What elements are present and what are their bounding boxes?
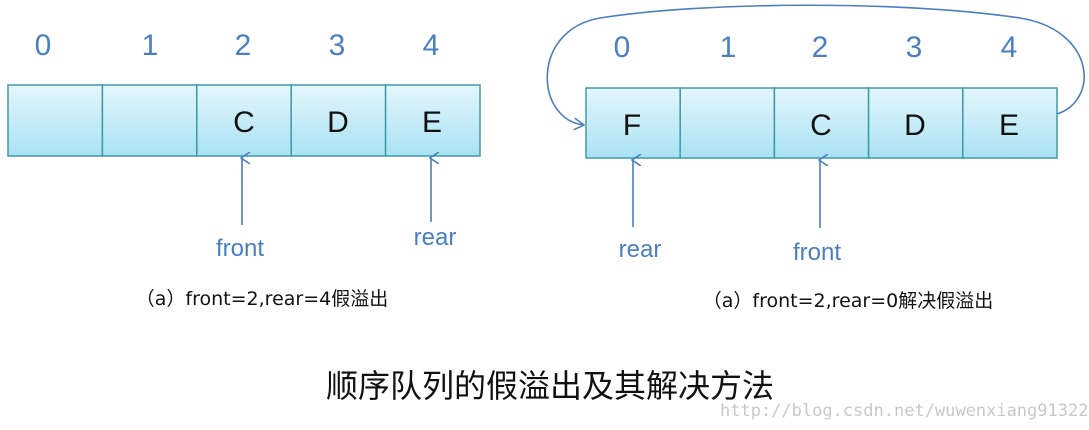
queue-cell <box>101 84 198 157</box>
queue-cell <box>7 84 104 157</box>
index-label: 2 <box>235 29 252 62</box>
diagram-title: 顺序队列的假溢出及其解决方法 <box>326 367 774 405</box>
index-label: 1 <box>142 29 159 62</box>
index-label: 1 <box>720 31 737 64</box>
index-label: 4 <box>423 29 440 62</box>
front-label: front <box>216 235 264 262</box>
index-label: 3 <box>329 29 346 62</box>
left-queue: 0 1 2 3 4 C D E front rear （a）front=2,re… <box>7 29 481 310</box>
index-label: 2 <box>812 31 829 64</box>
caption: （a）front=2,rear=0解决假溢出 <box>703 290 993 312</box>
watermark: http://blog.csdn.net/wuwenxiang91322 <box>720 401 1088 421</box>
caption: （a）front=2,rear=4假溢出 <box>136 288 388 310</box>
index-label: 0 <box>614 31 631 64</box>
queue-cell <box>196 84 292 157</box>
queue-cell <box>679 87 776 159</box>
cell-value: E <box>422 106 442 139</box>
right-queue: 0 1 2 3 4 F C D E rear front （a）front=2,… <box>546 4 1085 312</box>
cell-value: E <box>999 109 1019 142</box>
front-label: front <box>793 239 841 266</box>
queue-cell <box>962 87 1058 159</box>
cell-value: C <box>810 109 832 142</box>
wrap-around-arrow-icon <box>546 4 1085 125</box>
queue-cell <box>867 87 964 159</box>
queue-cell <box>384 84 481 157</box>
cell-value: D <box>904 109 926 142</box>
cell-value: D <box>327 106 349 139</box>
rear-label: rear <box>619 236 662 263</box>
index-label: 4 <box>1001 31 1018 64</box>
index-label: 3 <box>906 31 923 64</box>
index-label: 0 <box>35 29 52 62</box>
cell-value: C <box>233 106 255 139</box>
rear-label: rear <box>414 224 457 251</box>
queue-cell <box>290 84 387 157</box>
cell-value: F <box>623 109 641 142</box>
